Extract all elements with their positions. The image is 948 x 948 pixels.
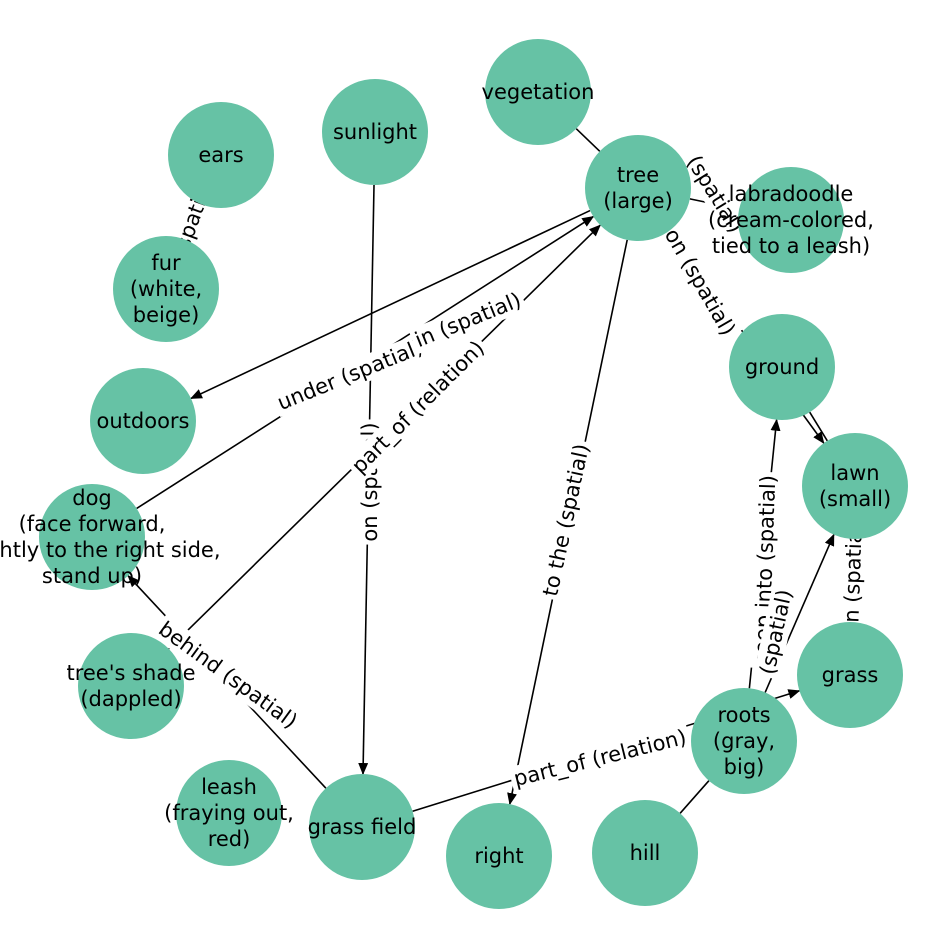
node-circle xyxy=(691,688,797,794)
node-circle xyxy=(802,433,908,539)
node-label: tied to a leash) xyxy=(712,234,870,258)
node-label: beige) xyxy=(133,303,200,327)
node-label: hill xyxy=(630,841,661,865)
node-circle xyxy=(729,314,835,420)
node-grass: grass xyxy=(797,622,903,728)
node-hill: hill xyxy=(592,800,698,906)
node-ears: ears xyxy=(168,102,274,208)
node-right: right xyxy=(446,803,552,909)
node-vegetation: vegetation xyxy=(482,39,595,145)
node-label: (small) xyxy=(819,487,891,511)
node-circle xyxy=(176,760,282,866)
node-label: (cream-colored, xyxy=(708,208,874,232)
node-circle xyxy=(322,79,428,185)
node-circle xyxy=(738,167,844,273)
node-label: (face forward, xyxy=(19,512,166,536)
node-circle xyxy=(309,774,415,880)
node-circle xyxy=(90,368,196,474)
node-roots: roots(gray,big) xyxy=(691,688,797,794)
node-label: labradoodle xyxy=(729,182,854,206)
node-label: roots xyxy=(717,703,770,727)
node-label: (dappled) xyxy=(80,687,181,711)
edge-label-grass-field-to-grass: part_of (relation) xyxy=(508,723,693,794)
node-label: red) xyxy=(208,827,251,851)
edge-label-tree-to-right: to the (spatial) xyxy=(536,438,596,602)
edge-label-text: part_of (relation) xyxy=(511,725,689,792)
node-label: vegetation xyxy=(482,80,595,104)
edge-label-text: under (spatial) xyxy=(274,335,426,415)
node-label: right xyxy=(474,844,523,868)
node-lawn: lawn(small) xyxy=(802,433,908,539)
node-circle xyxy=(485,39,591,145)
node-circle xyxy=(585,135,691,241)
node-label: tree xyxy=(617,163,659,187)
nodes-layer: vegetationsunlightearstree(large)labrado… xyxy=(0,39,908,909)
node-label: tree's shade xyxy=(66,661,195,685)
node-circle xyxy=(797,622,903,728)
node-label: sunlight xyxy=(333,120,417,144)
edge-hill-to-roots xyxy=(679,780,710,814)
node-circle xyxy=(446,803,552,909)
node-outdoors: outdoors xyxy=(90,368,196,474)
node-tree: tree(large) xyxy=(585,135,691,241)
node-label: dog xyxy=(72,486,112,510)
node-label: (gray, xyxy=(713,729,775,753)
edge-label-text: to the (spatial) xyxy=(538,442,594,599)
node-grass-field: grass field xyxy=(308,774,417,880)
node-circle xyxy=(78,633,184,739)
node-dog: dog(face forward,slightly to the right s… xyxy=(0,484,221,590)
node-circle xyxy=(592,800,698,906)
node-label: grass xyxy=(822,663,879,687)
node-label: grass field xyxy=(308,815,417,839)
node-label: leash xyxy=(201,775,257,799)
node-labradoodle: labradoodle(cream-colored,tied to a leas… xyxy=(708,167,874,273)
node-label: (large) xyxy=(603,189,673,213)
node-label: ground xyxy=(745,355,819,379)
node-label: ears xyxy=(198,143,243,167)
node-fur: fur(white,beige) xyxy=(113,236,219,342)
node-trees-shade: tree's shade(dappled) xyxy=(66,633,196,739)
node-label: lawn xyxy=(830,461,879,485)
edge-ground-to-lawn xyxy=(809,411,828,442)
node-circle xyxy=(168,102,274,208)
edge-vegetation-to-tree xyxy=(575,128,601,152)
node-label: stand up) xyxy=(42,564,142,588)
node-label: (fraying out, xyxy=(164,801,294,825)
node-label: fur xyxy=(151,251,181,275)
node-label: big) xyxy=(724,755,765,779)
node-leash: leash(fraying out,red) xyxy=(164,760,294,866)
node-ground: ground xyxy=(729,314,835,420)
edge-tree-to-outdoors xyxy=(190,209,591,400)
node-sunlight: sunlight xyxy=(322,79,428,185)
node-circle xyxy=(39,484,145,590)
node-circle xyxy=(113,236,219,342)
node-label: outdoors xyxy=(97,409,190,433)
node-label: (white, xyxy=(130,277,202,301)
node-label: slightly to the right side, xyxy=(0,538,221,562)
